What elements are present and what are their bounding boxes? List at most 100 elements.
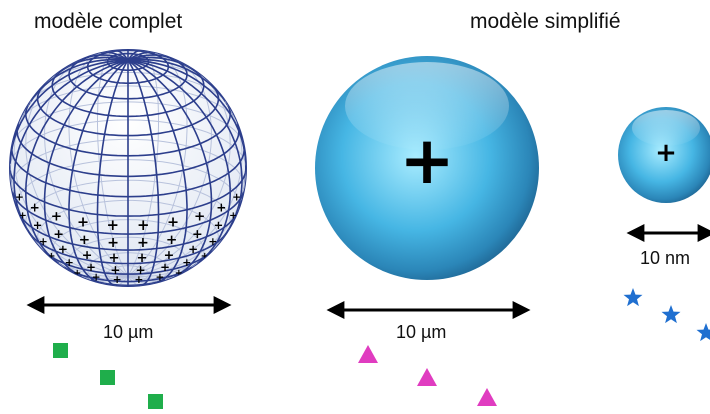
star-markers [623,288,710,342]
mesh-line-back [127,234,226,278]
surface-charge: + [19,211,27,222]
surface-charge: + [73,268,81,279]
surface-charge: + [53,227,64,242]
surface-charge: + [15,192,24,204]
surface-charge: + [30,201,40,215]
surface-charge: + [51,208,62,224]
surface-charge: + [192,227,203,242]
surface-charge: + [229,211,237,222]
dimension-simplified: 10 µm [396,322,447,342]
mesh-line [24,59,129,265]
surface-charge: + [58,242,68,256]
mesh-line [127,56,195,72]
surface-charge: + [86,260,96,274]
mesh-line [128,84,220,137]
mesh-line [128,232,228,265]
surface-charge: + [82,247,93,262]
surface-charge: + [134,273,143,286]
star-marker [661,305,681,324]
star-marker [696,323,710,342]
mesh-line [61,56,129,72]
surface-charge: + [39,235,48,248]
surface-charge: + [208,235,217,248]
surface-charge: + [107,235,119,251]
surface-charge: + [167,215,179,231]
mesh-line [127,50,141,61]
mesh-line [128,251,212,275]
square-marker [53,343,68,358]
mesh-sphere: ++++++++++++++++++++++++++++++++++++++++… [9,49,247,287]
surface-charge: + [47,251,55,262]
mesh-line [11,191,129,235]
surface-charge: + [188,242,198,256]
simplified-sphere [315,56,539,280]
mesh-line [127,191,245,235]
surface-charge: + [232,192,241,204]
mesh-line [127,146,246,198]
small-sphere [618,107,710,203]
mesh-line [10,170,129,217]
square-marker [148,394,163,409]
surface-charge: + [194,208,205,224]
small-charge: + [655,138,677,168]
mesh-line [127,213,238,251]
surface-charge: + [166,232,177,248]
mesh-line [68,56,128,100]
mesh-line [96,59,129,286]
label-full-model: modèle complet [34,10,183,33]
mesh-line [127,59,160,286]
surface-charge: + [113,273,122,286]
mesh-line [127,59,213,278]
surface-charge: + [164,247,175,262]
surface-charge: + [106,216,118,234]
mesh-line [10,59,128,164]
dimension-full: 10 µm [103,322,154,342]
surface-charge: + [79,232,90,248]
mesh-line [127,105,232,157]
surface-charge: + [77,215,89,231]
mesh-line [30,58,129,102]
mesh-line [127,123,240,178]
surface-charge: + [137,235,149,251]
surface-charge: + [155,272,164,284]
surface-charge: + [160,260,170,274]
triangle-marker [358,345,378,363]
surface-charge: + [108,251,119,266]
dimension-small: 10 nm [640,248,691,268]
mesh-line [127,51,155,61]
mesh-line-back [30,234,129,278]
mesh-line [68,59,129,284]
mesh-line [44,251,128,275]
surface-charge: + [201,251,209,262]
mesh-line [127,58,226,102]
center-charge: + [399,122,455,199]
mesh-line [127,54,172,62]
mesh-line [10,146,129,198]
surface-charge: + [136,251,147,266]
mesh-line [84,54,129,62]
surface-charge: + [136,263,146,277]
mesh-line [36,84,128,137]
mesh-line [127,59,232,265]
star-marker [623,288,643,307]
mesh-line [28,232,128,265]
mesh-line [16,123,129,178]
mesh-line [115,50,129,61]
surface-charge: + [214,218,224,232]
surface-charge: + [65,256,74,269]
mesh-line [101,51,129,61]
triangle-markers [358,345,497,406]
surface-charge: + [92,272,101,284]
surface-charge: + [33,218,43,232]
label-simplified-model: modèle simplifié [470,10,621,33]
mesh-line [18,213,129,251]
mesh-line-back [127,53,188,277]
mesh-line [127,59,188,284]
mesh-line [127,59,243,232]
surface-charge: + [175,268,183,279]
surface-charge: + [137,216,149,234]
mesh-line [43,59,129,278]
triangle-marker [477,388,497,406]
square-markers [53,343,163,409]
